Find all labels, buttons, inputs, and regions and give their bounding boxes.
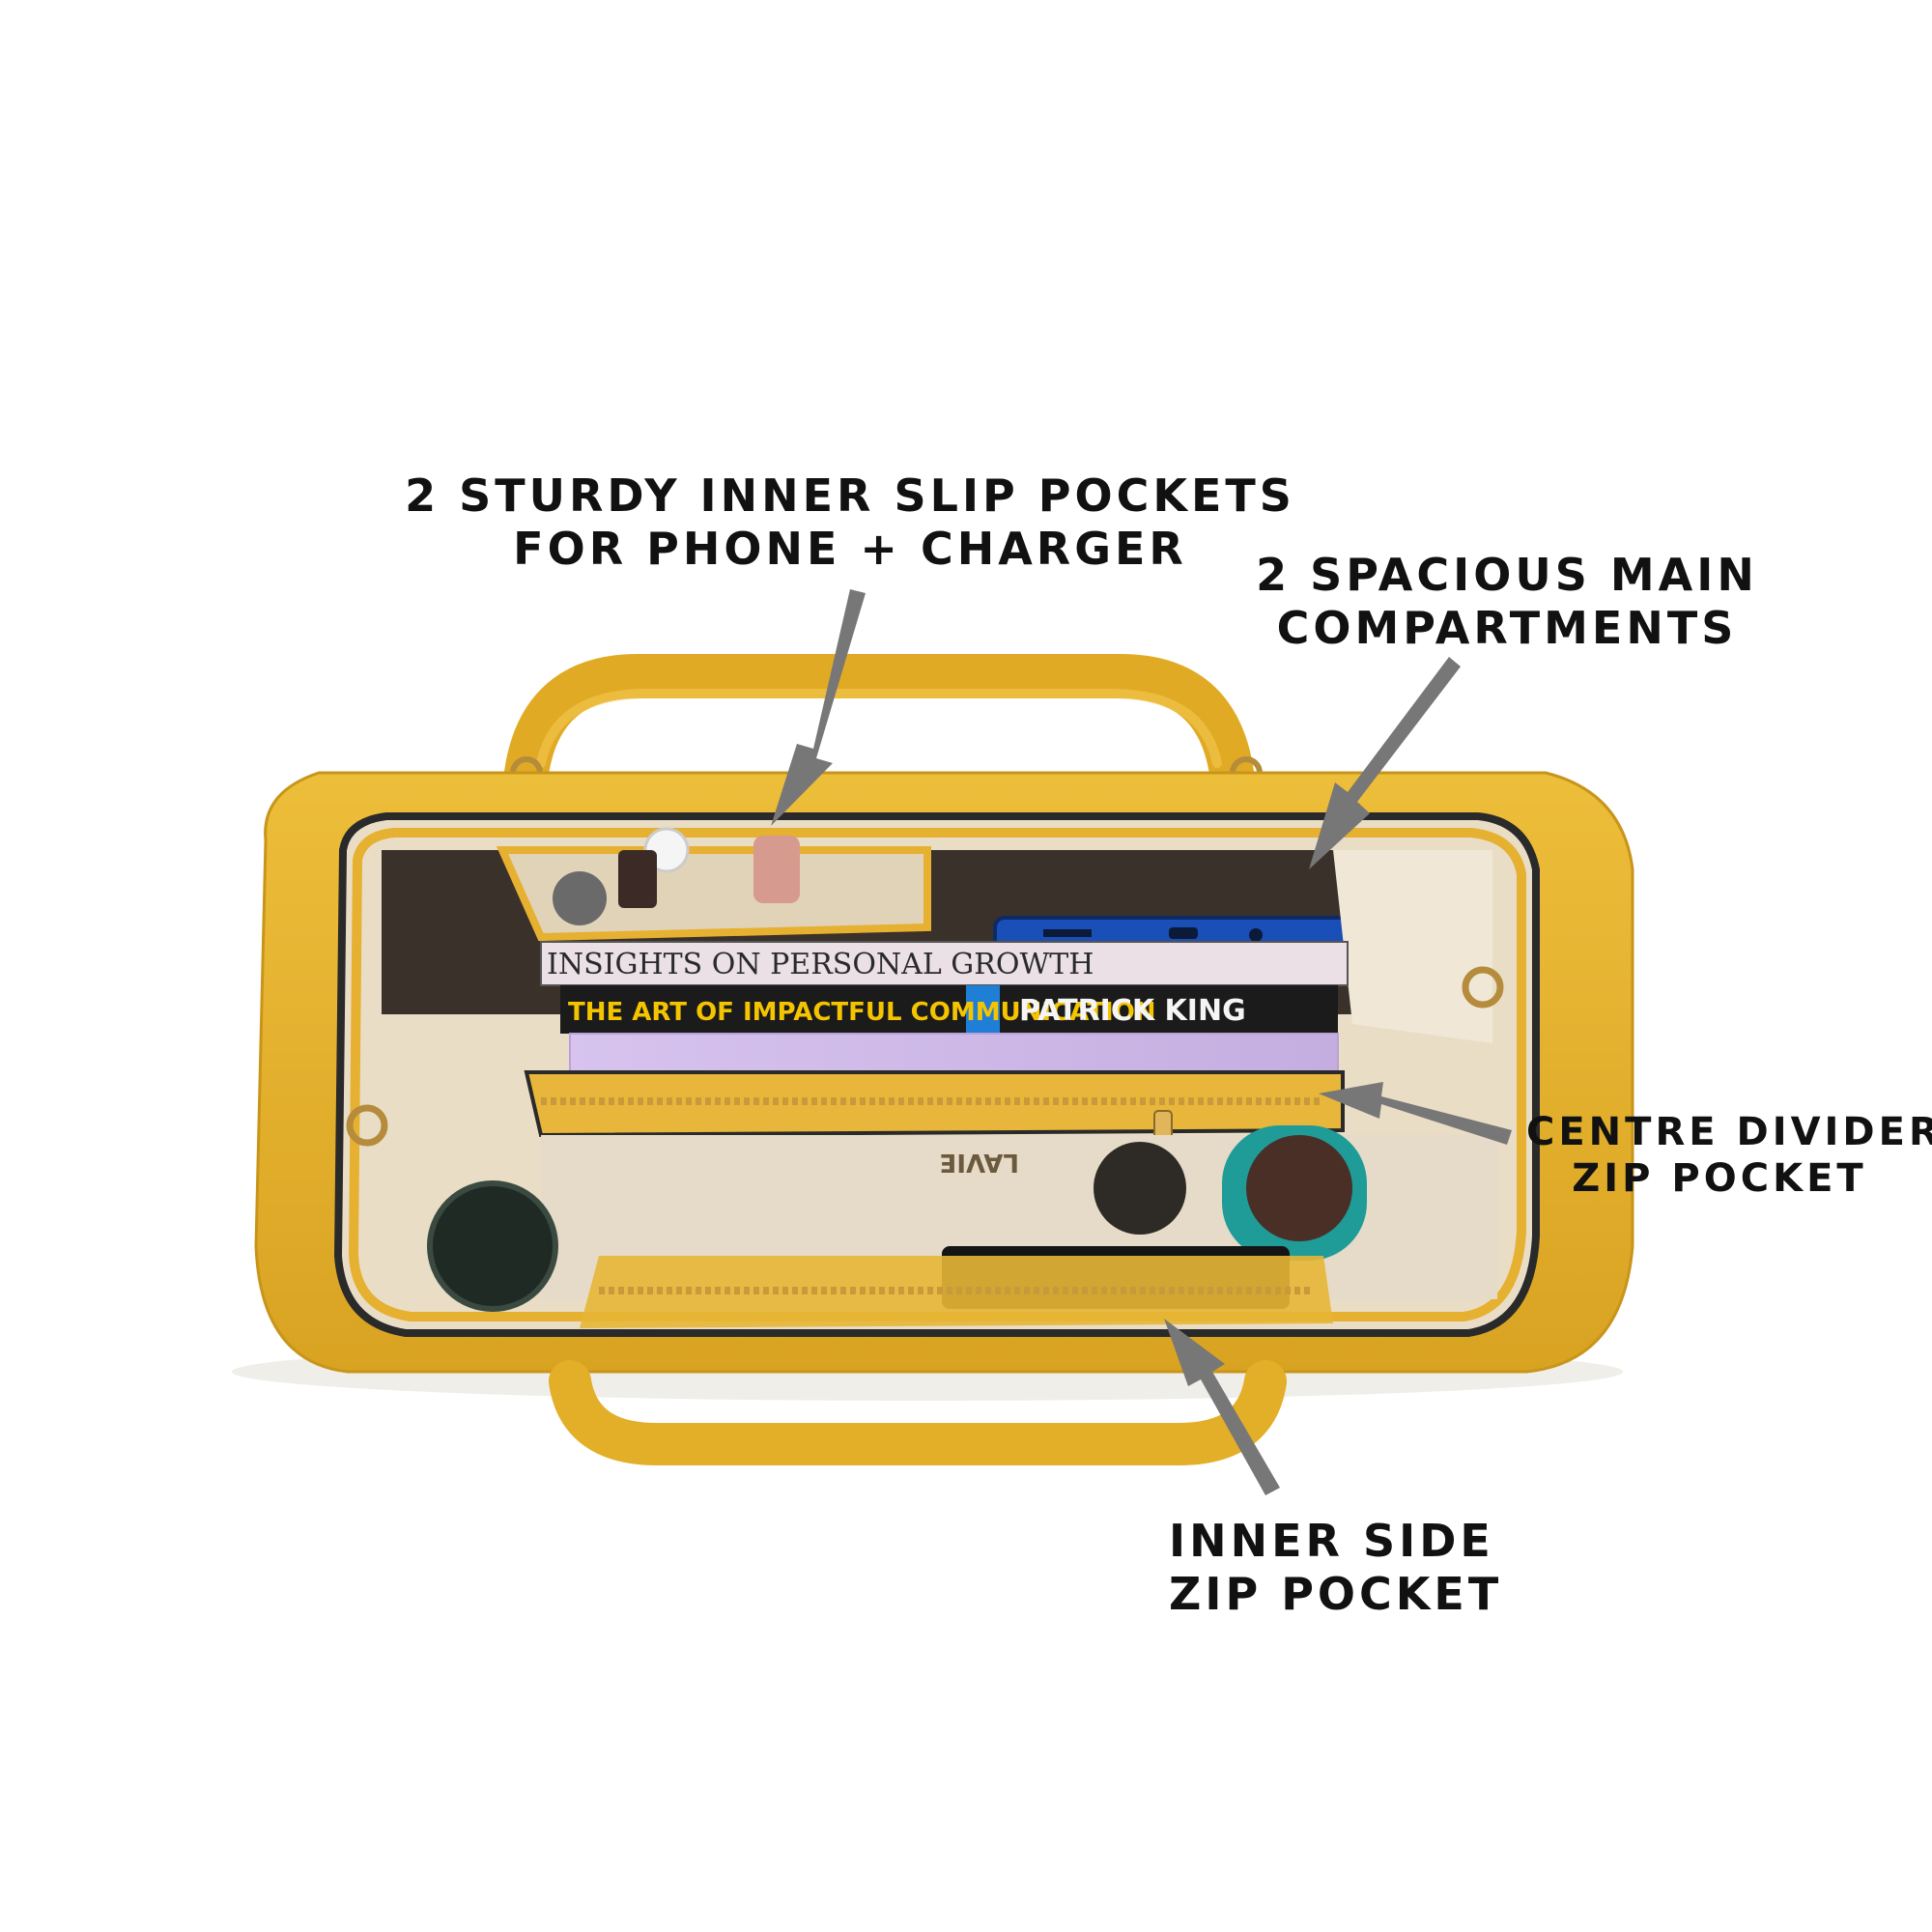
callout-main-compartments-line1: 2 SPACIOUS MAIN <box>1256 549 1758 601</box>
arrow-slip-pockets <box>771 589 866 826</box>
side-ring-left <box>346 1104 388 1147</box>
book-author: PATRICK KING <box>1019 994 1246 1028</box>
bottom-handle <box>549 1360 1287 1465</box>
arrow-centre-divider <box>1319 1082 1512 1145</box>
callout-centre-divider-line1: CENTRE DIVIDER <box>1526 1110 1932 1154</box>
arrow-inner-side <box>1164 1319 1280 1495</box>
lipstick-cap <box>553 871 607 925</box>
side-ring-right <box>1462 966 1504 1009</box>
top-handle <box>504 654 1254 795</box>
callout-centre-divider-line2: ZIP POCKET <box>1572 1156 1867 1201</box>
callout-inner-side-line1: INNER SIDE <box>1169 1515 1494 1567</box>
book-middle-title: THE ART OF IMPACTFUL COMMUNICATION <box>568 998 1156 1027</box>
book-top-title: INSIGHTS ON PERSONAL GROWTH <box>547 948 1094 981</box>
callout-main-compartments-line2: COMPARTMENTS <box>1276 602 1738 655</box>
callout-slip-pockets-line1: 2 STURDY INNER SLIP POCKETS <box>405 469 1295 522</box>
book-middle <box>560 985 1338 1034</box>
callout-slip-pockets: 2 STURDY INNER SLIP POCKETS FOR PHONE + … <box>386 469 1314 576</box>
callout-inner-side: INNER SIDE ZIP POCKET <box>1169 1515 1594 1621</box>
callout-centre-divider: CENTRE DIVIDER ZIP POCKET <box>1526 1109 1932 1202</box>
brand-label: LAVIE <box>940 1148 1019 1177</box>
book-top <box>540 941 1349 986</box>
callout-inner-side-line2: ZIP POCKET <box>1169 1568 1503 1621</box>
callout-main-compartments: 2 SPACIOUS MAIN COMPARTMENTS <box>1256 549 1758 655</box>
dark-ball <box>1094 1142 1186 1235</box>
lipstick <box>753 836 800 903</box>
centre-divider-pocket <box>524 1070 1345 1138</box>
arrow-main-compartments <box>1309 657 1461 869</box>
callout-slip-pockets-line2: FOR PHONE + CHARGER <box>513 523 1187 576</box>
jar-lid <box>427 1180 558 1312</box>
